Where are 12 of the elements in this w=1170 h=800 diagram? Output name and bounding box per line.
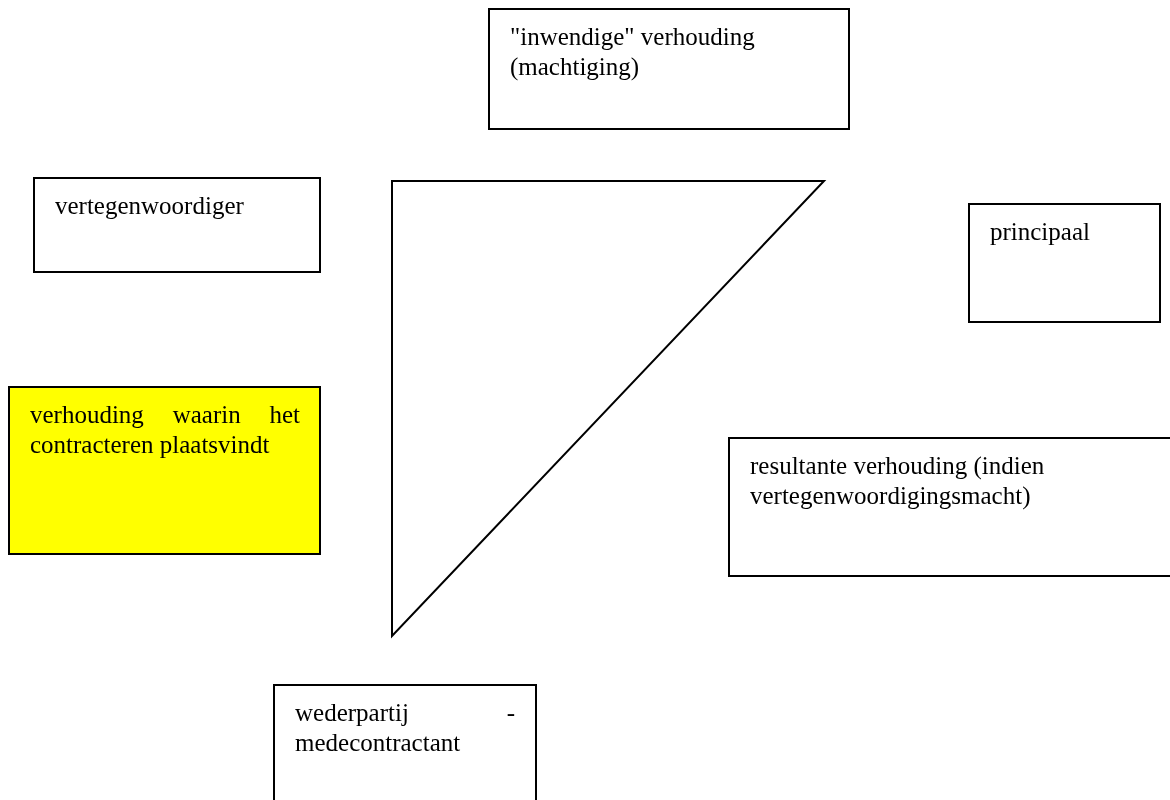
party-box [33, 177, 321, 273]
box-text: "inwendige" verhouding (machtiging) [510, 22, 756, 82]
relation-box [8, 386, 321, 555]
relation-box [728, 437, 1170, 577]
party-box [968, 203, 1161, 323]
box-text: vertegenwoordiger [55, 191, 245, 221]
relation-box [488, 8, 850, 130]
party-box [273, 684, 537, 800]
box-text: resultante verhouding (indien vertegenwoordigingsmacht) [750, 451, 1046, 511]
box-text: wederpartij - medecontractant [295, 698, 515, 758]
box-text: verhouding waarin het contracteren plaatsvindt [30, 400, 300, 460]
box-text: principaal [990, 217, 1091, 247]
